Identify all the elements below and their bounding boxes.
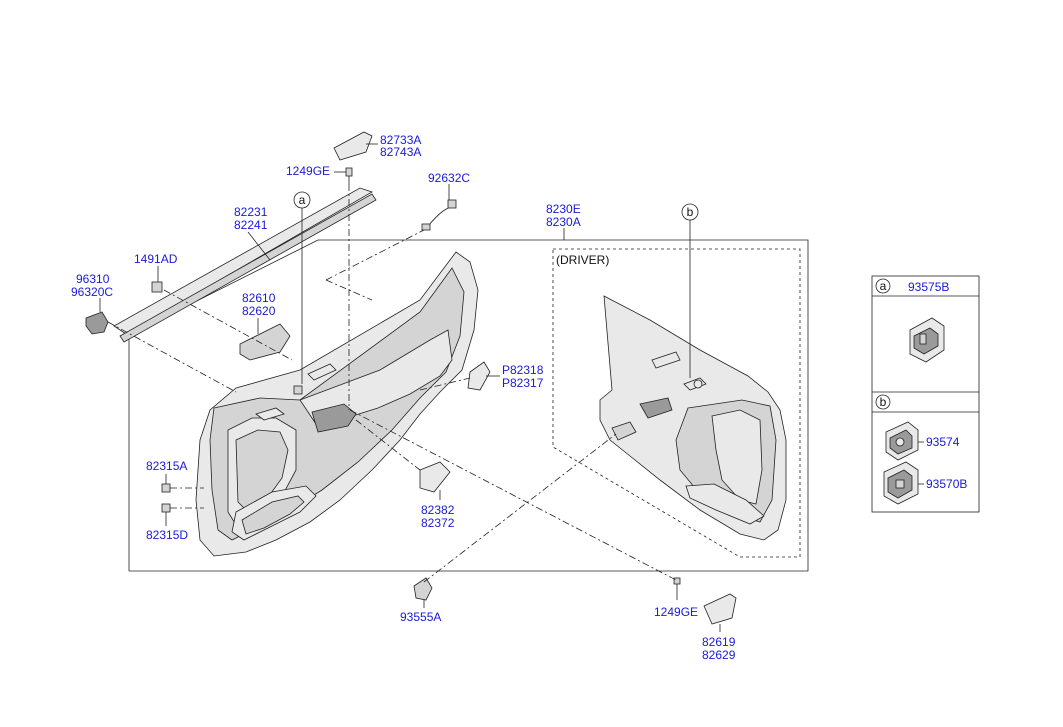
part-1249GE-screw-bottom <box>673 577 681 592</box>
legend-b-letter: b <box>880 395 887 409</box>
switch-93574-icon <box>885 421 919 461</box>
part-82315A-clip <box>161 483 171 493</box>
switch-93575B-icon <box>909 317 945 363</box>
legend-table: a 93575B b 93574 93570B <box>871 275 980 513</box>
label-82629: 82629 <box>702 648 736 662</box>
legend-a-part: 93575B <box>908 280 949 294</box>
label-82372: 82372 <box>421 516 455 530</box>
label-82610: 82610 <box>242 291 276 305</box>
label-82241: 82241 <box>234 218 268 232</box>
legend-b-part1: 93574 <box>926 435 960 449</box>
part-93555A-connector <box>413 577 433 601</box>
label-82231: 82231 <box>234 205 268 219</box>
label-8230A: 8230A <box>546 215 581 229</box>
part-82382-pad <box>419 461 451 493</box>
door-trim-panel <box>195 251 479 557</box>
label-93555A: 93555A <box>400 610 441 624</box>
legend-a-letter: a <box>880 279 887 293</box>
part-1249GE-screw-top <box>345 167 353 184</box>
driver-door-detail <box>599 295 787 541</box>
part-96310-connector <box>85 311 109 335</box>
part-82610-handle <box>239 323 291 361</box>
callout-b-circle <box>681 203 699 221</box>
label-P82318: P82318 <box>502 363 544 377</box>
label-82620: 82620 <box>242 304 276 318</box>
part-82619-cover <box>703 593 737 625</box>
assembly-dash-lines <box>107 184 677 583</box>
door-panel-frame <box>128 239 809 572</box>
legend-a-circle <box>875 278 891 294</box>
label-8230E: 8230E <box>546 202 581 216</box>
callout-a-circle <box>293 191 311 209</box>
label-92632C: 92632C <box>428 171 470 185</box>
part-1491AD-clip <box>151 281 163 293</box>
label-82315A: 82315A <box>146 459 187 473</box>
label-82382: 82382 <box>421 503 455 517</box>
part-82733A-cover <box>333 131 373 161</box>
label-1249GE-top: 1249GE <box>286 164 330 178</box>
callout-a-label: a <box>299 193 306 207</box>
label-96320C: 96320C <box>71 285 113 299</box>
part-92632C-wire <box>421 199 457 231</box>
legend-b-circle <box>875 394 891 410</box>
part-82315D-clip <box>161 503 171 513</box>
driver-detail-box <box>552 248 801 558</box>
part-P82318-bracket <box>467 361 491 391</box>
label-82619: 82619 <box>702 635 736 649</box>
leader-lines <box>99 143 721 632</box>
label-82315D: 82315D <box>146 528 188 542</box>
label-1249GE-bottom: 1249GE <box>654 605 698 619</box>
label-96310: 96310 <box>76 272 110 286</box>
label-82733A: 82733A <box>380 133 421 147</box>
legend-b-part2: 93570B <box>926 477 967 491</box>
label-82743A: 82743A <box>380 145 421 159</box>
switch-93570B-icon <box>883 461 919 505</box>
label-driver: (DRIVER) <box>556 253 609 267</box>
callout-b-label: b <box>687 205 694 219</box>
label-P82317: P82317 <box>502 376 544 390</box>
label-1491AD: 1491AD <box>134 252 178 266</box>
